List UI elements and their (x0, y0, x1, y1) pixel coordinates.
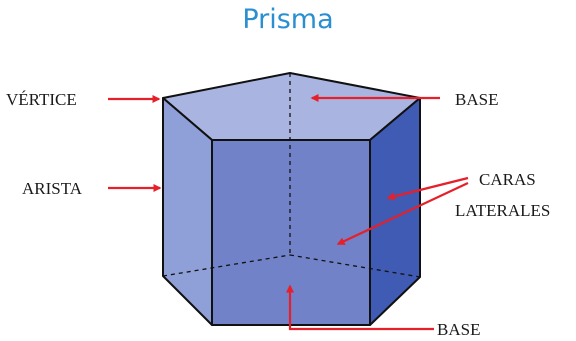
base-bottom-arrow (286, 284, 434, 331)
lateral-faces-label-line1: CARAS (479, 170, 536, 189)
lateral-face-arrow-right (386, 176, 469, 201)
hidden-edge-back-right (289, 254, 421, 278)
base-top-label: BASE (455, 90, 498, 109)
lateral-faces-label-line2: LATERALES (455, 201, 550, 220)
edge-label: ARISTA (22, 179, 83, 198)
base-bottom-label: BASE (437, 320, 480, 339)
page-title: Prisma (242, 4, 334, 35)
lateral-face-arrow-front (336, 182, 469, 245)
vertex-label: VÉRTICE (6, 90, 77, 109)
hidden-edge-back-left (162, 254, 291, 277)
